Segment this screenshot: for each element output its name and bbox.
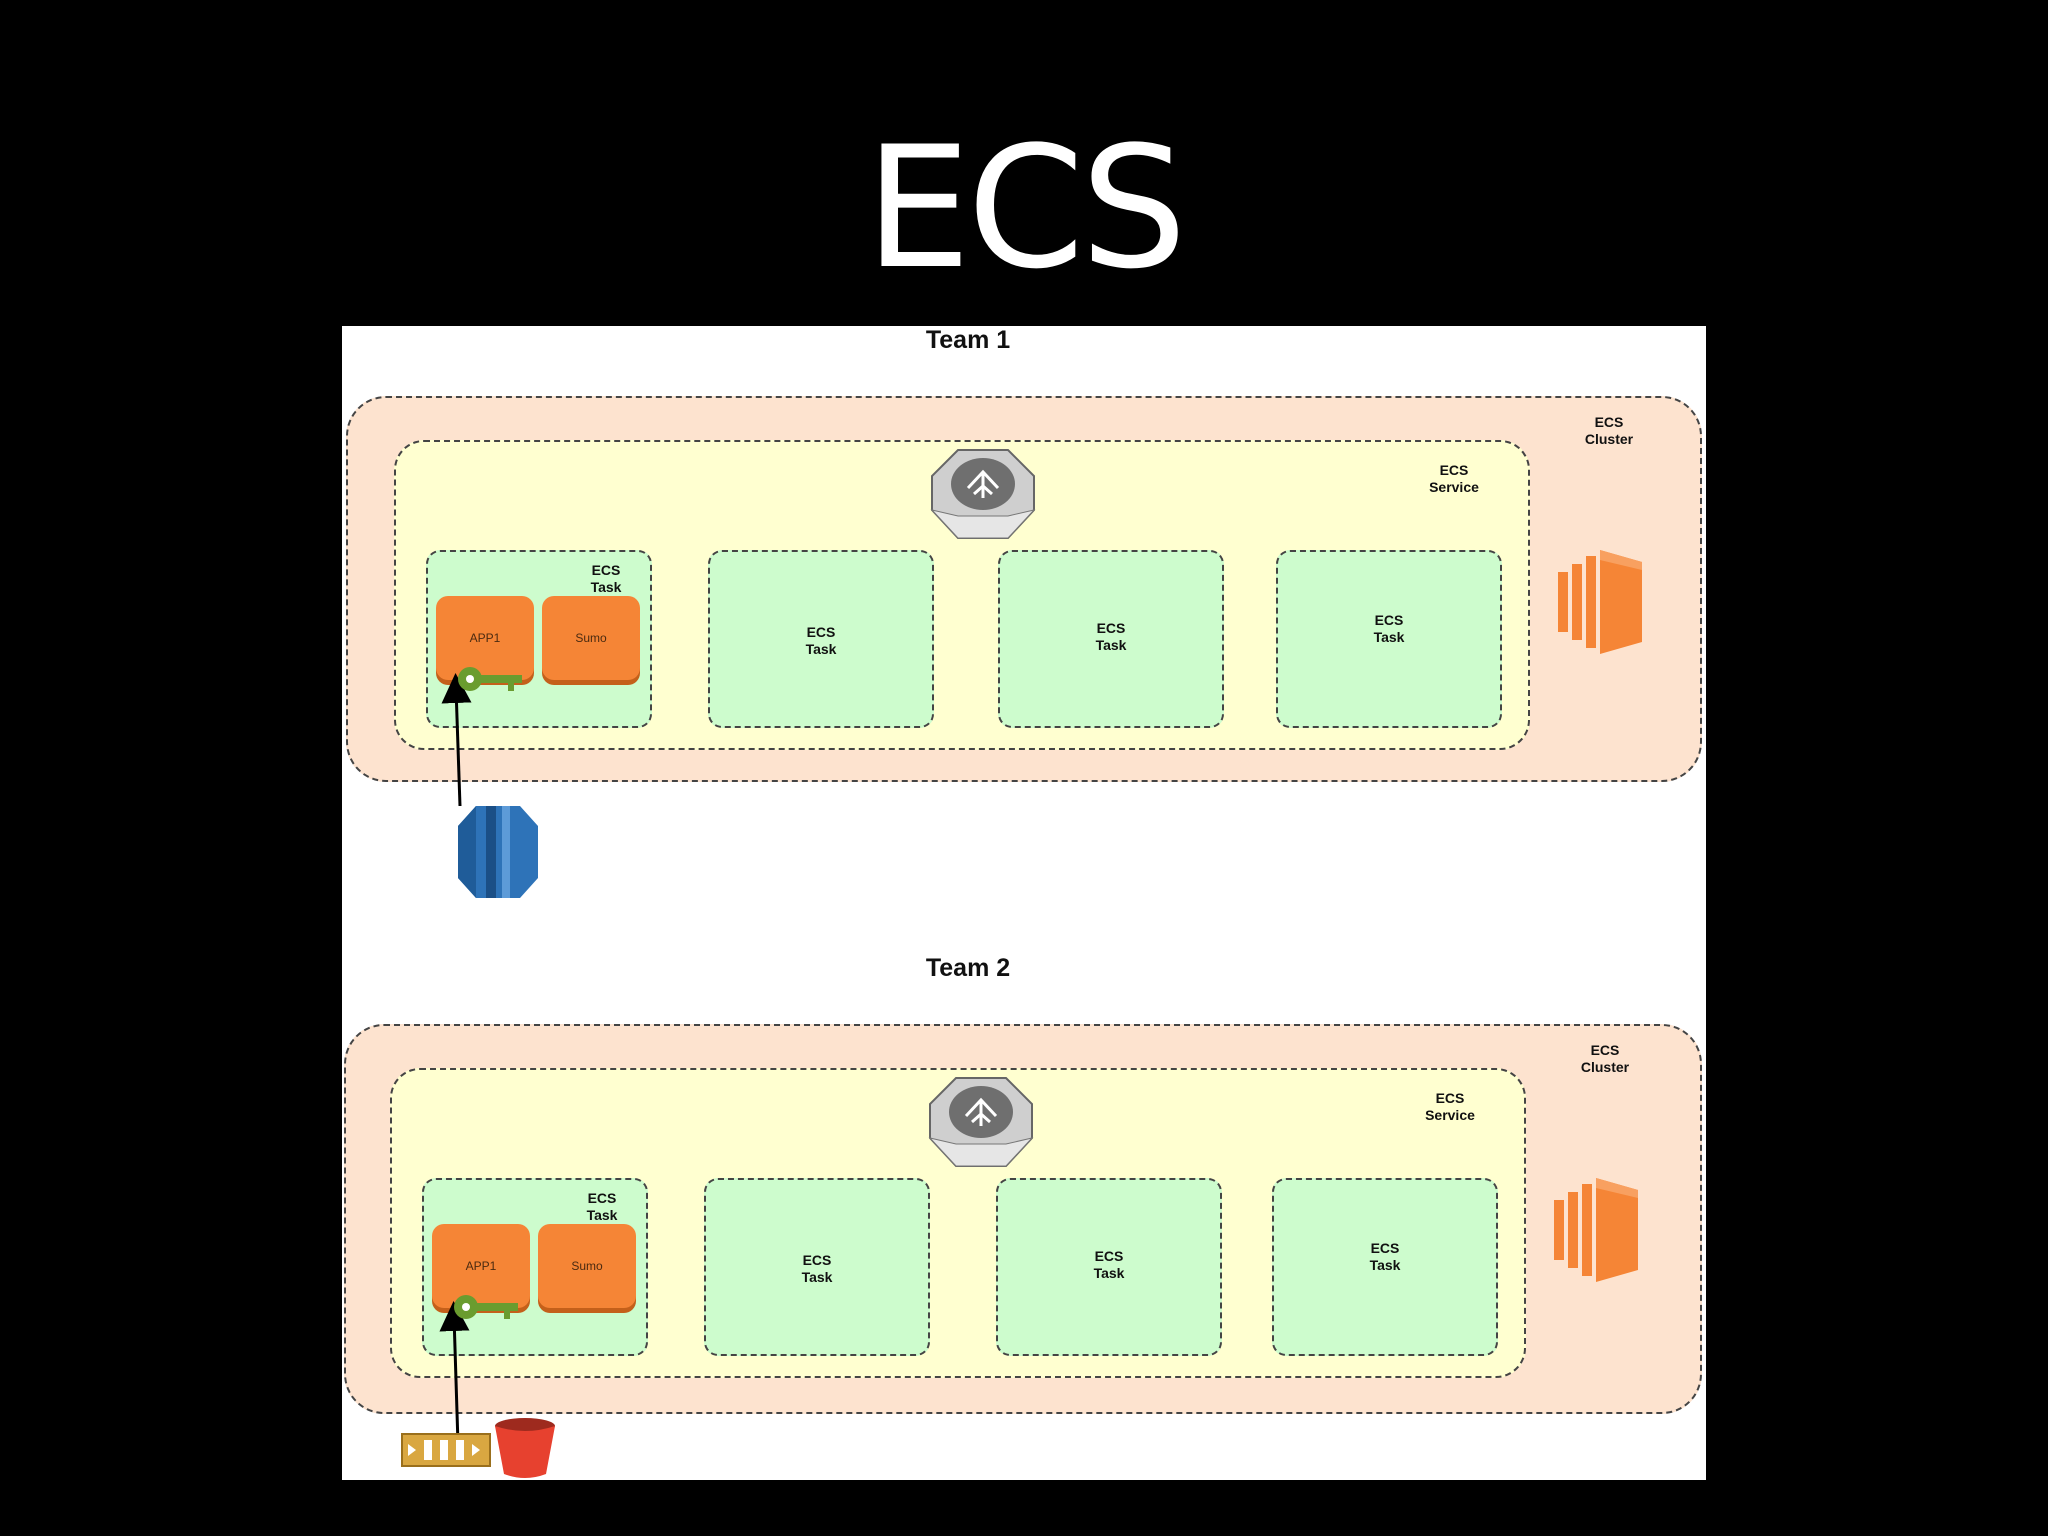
team-2-task-1-label: ECS Task [586, 1190, 618, 1223]
team-2-ecs-task-4 [1272, 1178, 1498, 1356]
team-2-task-4-label: ECS Task [1369, 1240, 1401, 1273]
team-1-cluster-label: ECS Cluster [1584, 414, 1634, 447]
team-1-ecs-task-2 [708, 550, 934, 728]
team-2-task-3-label: ECS Task [1093, 1248, 1125, 1281]
team-1-app1-container: APP1 [436, 596, 534, 680]
team-2-service-label: ECS Service [1425, 1090, 1475, 1123]
s3-bucket-icon [492, 1416, 558, 1480]
team-2-ecs-task-2 [704, 1178, 930, 1356]
team-1-ecs-task-3 [998, 550, 1224, 728]
ec2-instances-icon [1554, 1178, 1644, 1282]
team-2-app1-container: APP1 [432, 1224, 530, 1308]
key-icon [456, 662, 526, 696]
team-1-task-2-label: ECS Task [805, 624, 837, 657]
team-1-sumo-container: Sumo [542, 596, 640, 680]
team-2-label: Team 2 [925, 954, 1011, 982]
team-2-ecs-task-3 [996, 1178, 1222, 1356]
team-2-key-connector [439, 1301, 470, 1445]
team-1-ecs-task-4 [1276, 550, 1502, 728]
team-1-key-connector [441, 673, 472, 807]
queue-icon [400, 1430, 492, 1470]
team-1-service-label: ECS Service [1429, 462, 1479, 495]
diagram-panel: Team 1 ECS Cluster ECS Service ECS Task … [342, 326, 1706, 1480]
team-1-label: Team 1 [925, 326, 1011, 354]
team-1-task-4-label: ECS Task [1373, 612, 1405, 645]
load-balancer-icon [926, 1074, 1036, 1170]
team-1-task-3-label: ECS Task [1095, 620, 1127, 653]
slide-title: ECS [864, 110, 1187, 306]
team-2-task-2-label: ECS Task [801, 1252, 833, 1285]
team-1-task-1-label: ECS Task [590, 562, 622, 595]
team-2-sumo-container: Sumo [538, 1224, 636, 1308]
database-icon [456, 804, 540, 900]
load-balancer-icon [928, 446, 1038, 542]
ec2-instances-icon [1558, 550, 1648, 654]
team-2-cluster-label: ECS Cluster [1580, 1042, 1630, 1075]
key-icon [452, 1290, 522, 1324]
